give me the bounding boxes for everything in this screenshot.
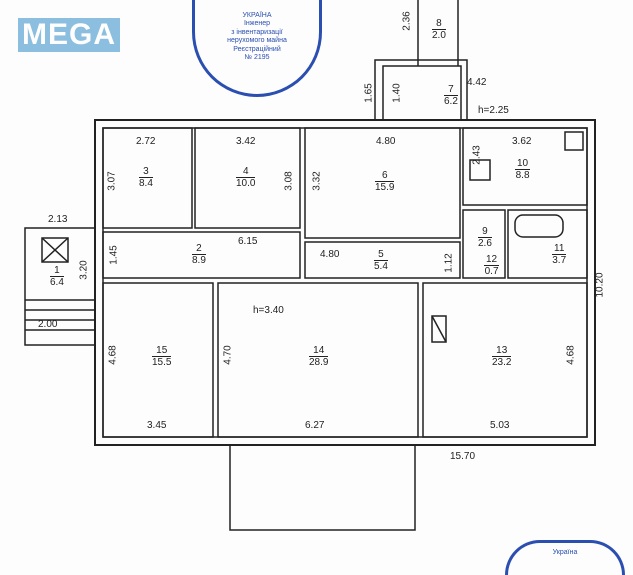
dim: 10.20: [594, 272, 606, 298]
dim: 2.00: [38, 319, 58, 330]
dim: 15.70: [450, 451, 476, 462]
dim: 3.45: [147, 420, 167, 431]
dim: 3.20: [78, 260, 90, 280]
dim: 6.27: [305, 420, 325, 431]
dim: 4.80: [320, 249, 340, 260]
dim: 2.72: [136, 136, 156, 147]
dim: 2.13: [48, 214, 68, 225]
dim: 3.08: [283, 171, 295, 191]
dim: 4.80: [376, 136, 396, 147]
dim: 5.03: [490, 420, 510, 431]
dim: 2.43: [471, 145, 483, 165]
ceiling-height: h=3.40: [253, 305, 284, 316]
dim: 3.07: [106, 171, 118, 191]
dim: 1.40: [391, 83, 403, 103]
dim: 4.68: [565, 345, 577, 365]
dim: 3.62: [512, 136, 532, 147]
mega-logo: MEGA: [18, 18, 120, 52]
dim: 3.32: [311, 171, 323, 191]
dim: 4.70: [222, 345, 234, 365]
dim: 6.15: [238, 236, 258, 247]
dim: 1.65: [363, 83, 375, 103]
dim: 3.42: [236, 136, 256, 147]
dim: 1.45: [108, 245, 120, 265]
dim: h=2.25: [478, 105, 509, 116]
dim: 4.68: [107, 345, 119, 365]
dim: 2.36: [401, 11, 413, 31]
dim: 1.12: [443, 253, 455, 273]
dim: 4.42: [467, 77, 487, 88]
